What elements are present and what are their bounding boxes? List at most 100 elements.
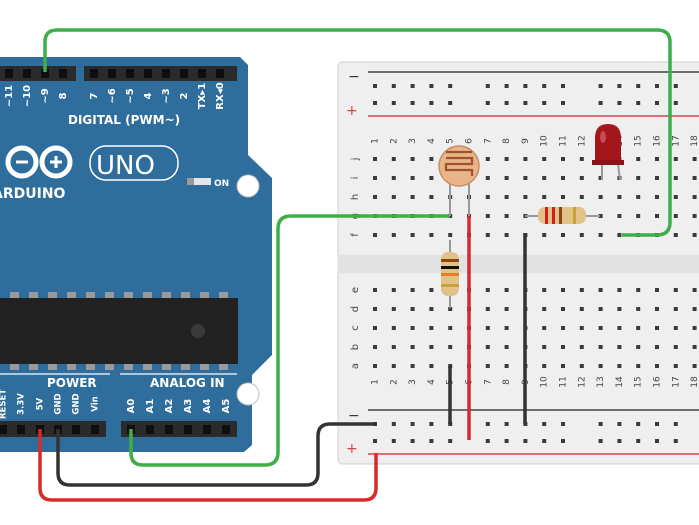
breadboard-hole: [599, 326, 603, 330]
header-pin-hole[interactable]: [91, 425, 99, 434]
top-minus-rail-hole: [411, 84, 415, 88]
breadboard-hole: [561, 157, 565, 161]
breadboard-hole: [617, 214, 621, 218]
chip-pin: [200, 364, 209, 370]
breadboard-hole: [486, 176, 490, 180]
chip-pin: [29, 292, 38, 298]
bottom-minus-rail-hole: [674, 422, 678, 426]
breadboard-hole: [674, 214, 678, 218]
breadboard-hole: [411, 345, 415, 349]
top-minus-rail-hole: [505, 84, 509, 88]
mounting-hole-top: [237, 175, 259, 197]
bottom-plus-rail-hole: [411, 439, 415, 443]
breadboard-hole: [674, 176, 678, 180]
header-pin-hole[interactable]: [0, 425, 7, 434]
breadboard-hole: [542, 195, 546, 199]
header-pin-hole[interactable]: [222, 425, 230, 434]
breadboard-hole: [636, 195, 640, 199]
header-pin-hole[interactable]: [203, 425, 211, 434]
breadboard-hole: [655, 195, 659, 199]
digital-pin-hole[interactable]: [126, 69, 134, 78]
breadboard-hole: [636, 345, 640, 349]
digital-pin-label: RX◂0: [215, 82, 226, 109]
breadboard-hole: [392, 157, 396, 161]
top-minus-rail-hole: [636, 84, 640, 88]
bottom-plus-rail-hole: [636, 439, 640, 443]
header-pin-hole[interactable]: [165, 425, 173, 434]
row-letter: f: [350, 233, 361, 237]
analog-header: [121, 421, 237, 437]
breadboard-hole: [561, 195, 565, 199]
breadboard-hole: [429, 326, 433, 330]
breadboard-hole: [505, 326, 509, 330]
bottom-plus-rail-hole: [505, 439, 509, 443]
breadboard-hole: [674, 326, 678, 330]
chip-pin: [67, 292, 76, 298]
breadboard-hole: [599, 233, 603, 237]
bottom-minus-rail-hole: [542, 422, 546, 426]
breadboard-hole: [561, 233, 565, 237]
breadboard-hole: [505, 176, 509, 180]
breadboard-hole: [392, 195, 396, 199]
column-number: 9: [521, 138, 531, 144]
bottom-plus-rail-hole: [486, 439, 490, 443]
breadboard-hole: [486, 157, 490, 161]
breadboard-hole: [655, 157, 659, 161]
breadboard-hole: [580, 364, 584, 368]
digital-pin-hole[interactable]: [23, 69, 31, 78]
breadboard-hole: [599, 288, 603, 292]
top-plus-rail-hole: [448, 101, 452, 105]
digital-pin-hole[interactable]: [5, 69, 13, 78]
header-pin-hole[interactable]: [17, 425, 25, 434]
breadboard-hole: [523, 176, 527, 180]
digital-pin-hole[interactable]: [180, 69, 188, 78]
digital-pin-label: ~11: [4, 85, 15, 107]
chip-pin: [29, 364, 38, 370]
column-number: 7: [483, 379, 493, 385]
top-minus-rail-hole: [655, 84, 659, 88]
breadboard-hole: [392, 364, 396, 368]
column-number: 14: [615, 376, 625, 388]
digital-pin-hole[interactable]: [144, 69, 152, 78]
top-minus-rail-hole: [523, 84, 527, 88]
chip-pin: [162, 292, 171, 298]
bottom-plus-rail-hole: [542, 439, 546, 443]
top-plus-rail-hole: [655, 101, 659, 105]
column-number: 17: [671, 135, 681, 146]
column-number: 1: [371, 138, 381, 144]
header-pin-hole[interactable]: [184, 425, 192, 434]
digital-pin-hole[interactable]: [108, 69, 116, 78]
breadboard-hole: [411, 176, 415, 180]
breadboard-hole: [561, 345, 565, 349]
digital-pin-hole[interactable]: [90, 69, 98, 78]
breadboard-hole: [505, 157, 509, 161]
header-pin-hole[interactable]: [146, 425, 154, 434]
bottom-plus-rail-hole: [599, 439, 603, 443]
breadboard-hole: [411, 233, 415, 237]
breadboard-hole: [373, 307, 377, 311]
top-plus-rail-hole: [674, 101, 678, 105]
breadboard-hole: [599, 345, 603, 349]
row-letter: c: [350, 325, 361, 331]
breadboard-hole: [411, 326, 415, 330]
digital-pin-hole[interactable]: [162, 69, 170, 78]
breadboard-hole: [580, 326, 584, 330]
breadboard-hole: [429, 345, 433, 349]
digital-pin-hole[interactable]: [198, 69, 206, 78]
digital-pin-hole[interactable]: [59, 69, 67, 78]
digital-pin-label: TX▸1: [197, 83, 208, 110]
header-pin-hole[interactable]: [72, 425, 80, 434]
breadboard-hole: [580, 176, 584, 180]
column-number: 18: [690, 376, 699, 388]
breadboard-hole: [580, 195, 584, 199]
breadboard-hole: [411, 288, 415, 292]
breadboard-hole: [561, 364, 565, 368]
bottom-plus-rail-hole: [392, 439, 396, 443]
breadboard-hole: [655, 176, 659, 180]
center-channel: [338, 255, 699, 273]
digital-pin-label: ~10: [22, 85, 33, 107]
breadboard-hole: [617, 364, 621, 368]
digital-pin-hole[interactable]: [216, 69, 224, 78]
column-number: 4: [427, 138, 437, 144]
bottom-plus-rail-hole: [561, 439, 565, 443]
